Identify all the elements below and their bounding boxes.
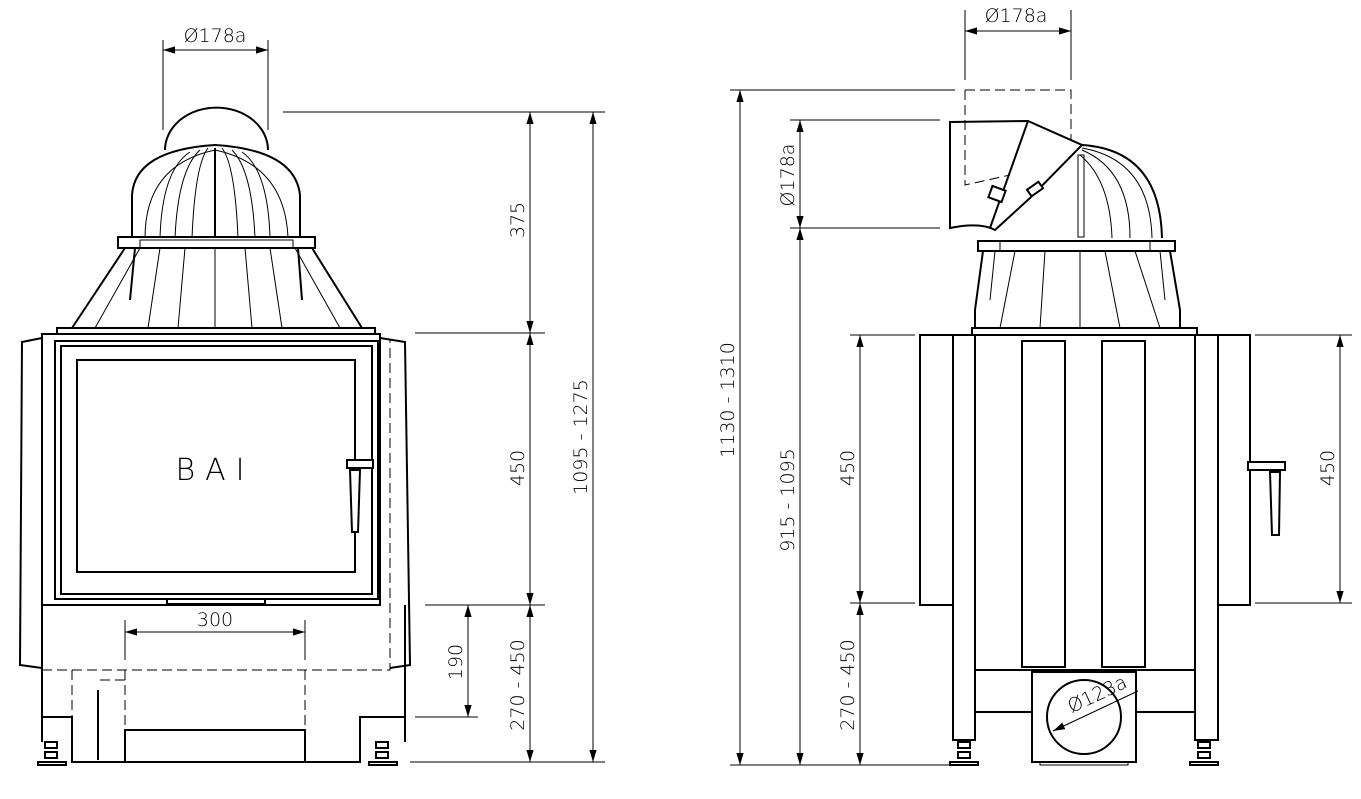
side-flue-top-dimension: Ø178a [964,5,1072,80]
side-body: Ø123a [919,334,1286,766]
side-height-dimensions: 1130 - 1310 Ø178a 915 - 1095 450 270 - 4… [717,89,1352,766]
front-flue-diameter-label: Ø178a [184,25,247,47]
model-label: BAI [175,453,254,488]
door-width-dimension: 300 [124,609,306,660]
side-foot-left [949,741,979,766]
front-view: Ø178a BAI [18,25,605,766]
convection-dome [56,143,376,335]
side-vent-slot [1021,340,1066,668]
side-vent-slot [1101,340,1146,668]
adjustable-foot-left [37,741,67,766]
door-width-label: 300 [197,609,233,631]
adjustable-foot-right [368,741,398,766]
base-height-label: 270 - 450 [507,639,529,730]
flue-elbow [949,89,1084,232]
side-foot-right [1189,741,1219,766]
side-flue-top-label: Ø178a [985,5,1048,27]
total-height-label: 1095 - 1275 [570,379,592,495]
front-height-dimensions: 375 450 270 - 450 1095 - 1275 190 [283,111,605,763]
base-offset-label: 190 [445,644,467,680]
side-body-height-label: 450 [837,450,859,486]
side-view: Ø178a [717,5,1352,766]
flue-collar [164,106,269,151]
front-body: BAI [18,333,412,766]
side-flue-diameter-label: Ø178a [777,144,799,207]
side-handle[interactable] [1247,461,1286,536]
side-base-height-label: 270 - 450 [837,639,859,730]
hood-height-label: 375 [507,202,529,238]
door-handle[interactable] [346,459,374,533]
side-convection-dome [971,144,1198,336]
side-total-height-label: 1130 - 1310 [717,342,739,458]
outlet-height-label: 915 - 1095 [777,448,799,552]
side-right-height-label: 450 [1317,450,1339,486]
door-height-label: 450 [507,450,529,486]
front-flue-dimension: Ø178a [162,25,269,130]
air-inlet [1046,679,1122,755]
